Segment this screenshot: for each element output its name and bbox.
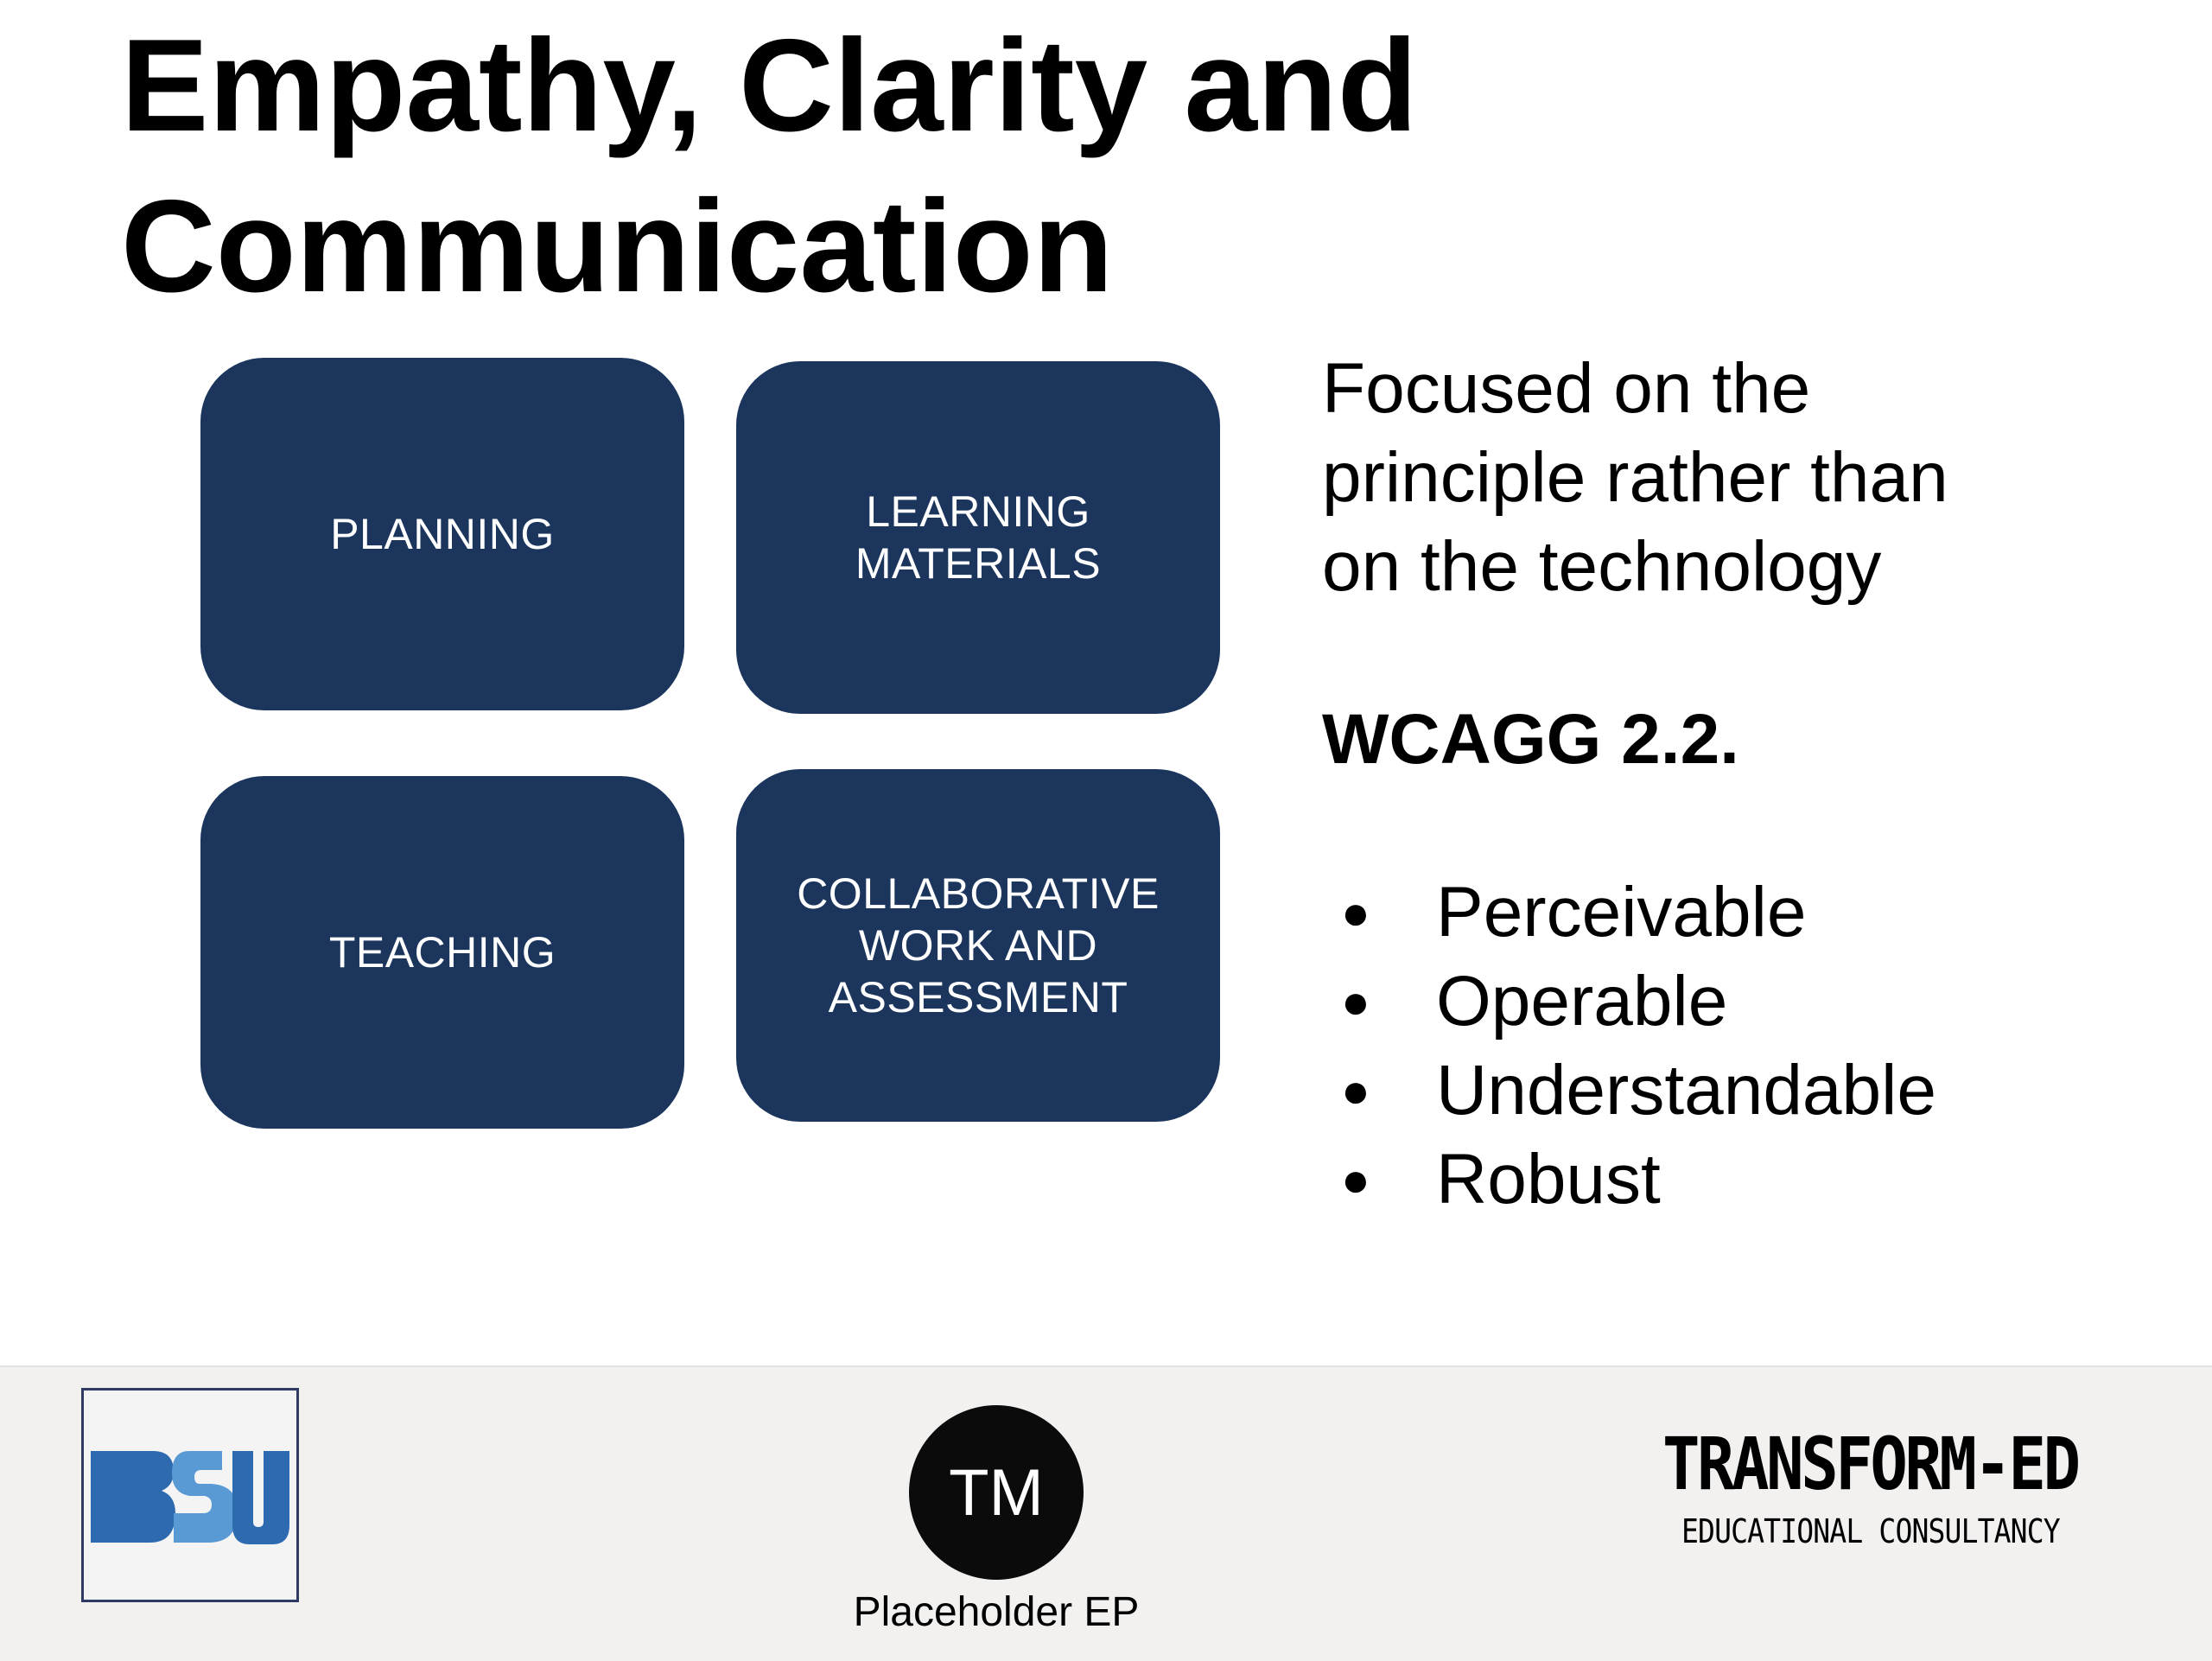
slide-title-line-2: Communication [121,173,1114,320]
tile-planning: PLANNING [200,358,684,710]
standard-heading: WCAGG 2.2. [1322,700,1739,779]
tile-collaborative-work: COLLABORATIVE WORK AND ASSESSMENT [736,769,1220,1122]
side-text: Focused on the principle rather than on … [1322,344,2186,1224]
badge-text: TM [949,1455,1044,1530]
tm-badge: TM [909,1405,1084,1580]
principles-list: Perceivable Operable Understandable Robu… [1322,868,2186,1224]
footer-bar: TM Placeholder EP TRANSFORM-ED EDUCATION… [0,1365,2212,1661]
principle-item: Understandable [1322,1046,2186,1135]
focus-statement: Focused on the principle rather than on … [1322,344,2186,611]
principle-item: Perceivable [1322,868,2186,957]
principle-item: Robust [1322,1135,2186,1224]
tile-label: TEACHING [328,928,556,977]
tile-label: LEARNING MATERIALS [855,487,1102,588]
transform-ed-subtitle: EDUCATIONAL CONSULTANCY [1681,1512,2061,1550]
slide-title: Empathy, Clarity and Communication [121,5,1676,327]
tile-label: PLANNING [330,510,555,558]
transform-ed-title: TRANSFORM-ED [1662,1422,2081,1506]
slide-title-line-1: Empathy, Clarity and [121,12,1418,159]
focus-line: principle rather than [1322,438,1948,517]
tile-learning-materials: LEARNING MATERIALS [736,361,1220,714]
badge-caption: Placeholder EP [853,1589,1140,1635]
focus-line: Focused on the [1322,349,1811,428]
tile-label: COLLABORATIVE WORK AND ASSESSMENT [797,869,1160,1021]
principle-item: Operable [1322,957,2186,1046]
bsu-logo-mark [91,1451,289,1544]
tile-teaching: TEACHING [200,776,684,1129]
transform-ed-logo: TRANSFORM-ED EDUCATIONAL CONSULTANCY [1656,1422,2139,1550]
bsu-logo [81,1388,299,1602]
focus-line: on the technology [1322,527,1882,606]
